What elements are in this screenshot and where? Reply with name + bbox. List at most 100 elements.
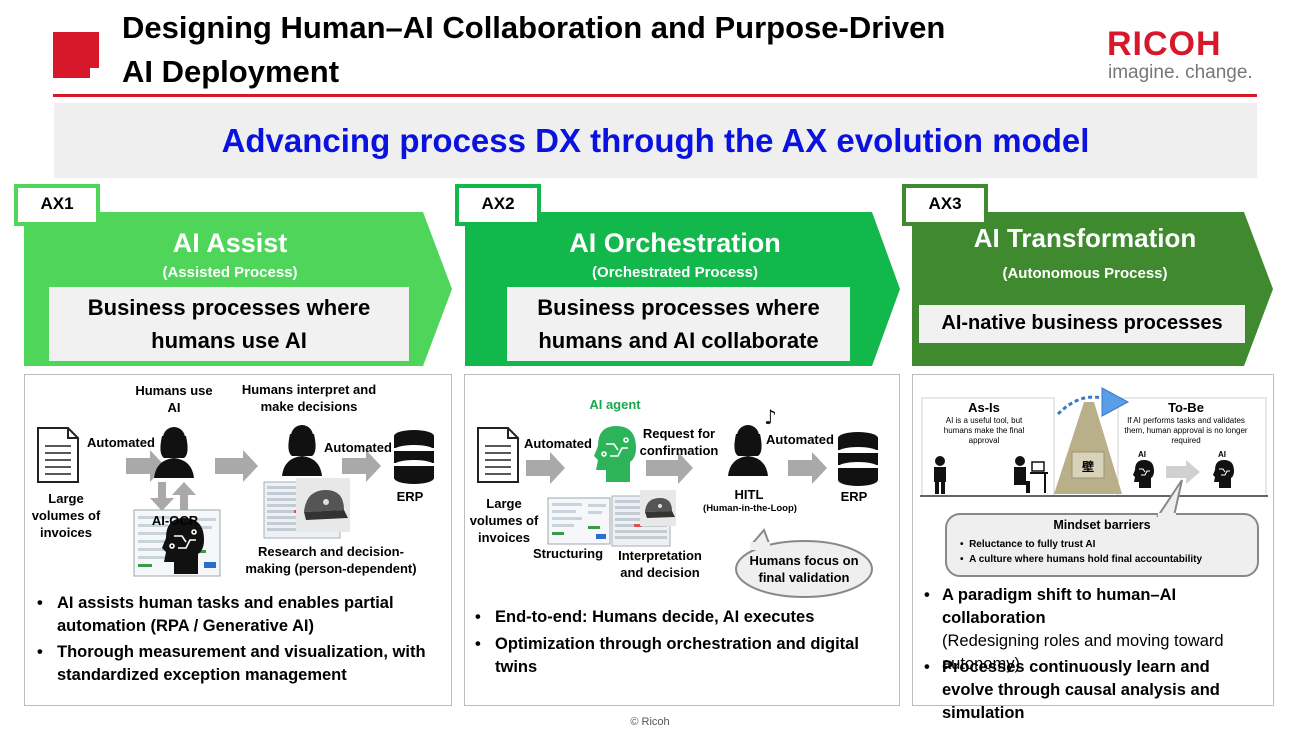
ax2-automated-label-2: Automated [766,432,834,447]
stage-ax3-subtitle: (Autonomous Process) [1002,265,1168,282]
ax1-automated-label-1: Automated [87,435,155,450]
ax3-bullet-2: • Processes continuously learn and evolve… [924,656,1262,725]
person-icon [282,425,322,476]
arrow-icon [342,450,381,482]
database-icon [838,432,878,486]
stage-ax1-desc-box [49,287,409,361]
banner-text: Advancing process DX through the AX evol… [221,122,1090,159]
ax2-structuring-label: Structuring [532,546,604,561]
ax1-bullet-1-text: AI assists human tasks and enables parti… [57,594,394,635]
wall-sign [1071,451,1105,479]
ax3-mindset-item-2-text: A culture where humans hold final accoun… [969,554,1203,565]
ax3-bullet-1-normal: (Redesigning roles and moving toward aut… [942,632,1224,673]
stage-ax1-tag [14,184,100,226]
stage-ax1-desc-line-2: humans use AI [151,328,307,353]
database-icon [394,430,434,484]
ax2-automated-label-1: Automated [524,436,592,451]
arrow-up-icon [172,482,196,511]
ax3-bullet-1: • A paradigm shift to human–AI collabora… [924,584,1282,676]
ax3-as-is-label: As-Is [968,400,1000,415]
ax1-humans-use-ai-label: Humans use AI [135,383,213,415]
ax2-hitl-sub-label: (Human-in-the-Loop) [703,503,797,514]
header-divider [53,94,1257,97]
ax2-bullet-1-text: End-to-end: Humans decide, AI executes [495,608,815,626]
stage-ax2-tag [455,184,541,226]
wall-spotlight [1054,402,1122,494]
bullet-dot: • [924,658,930,676]
bullet-dot: • [37,594,43,612]
curved-arrow-head [1101,387,1130,417]
stage-ax1-tag-label: AX1 [40,194,74,213]
ax1-invoices-label: Large volumes of invoices [31,491,101,540]
ai-agent-head-icon [594,426,636,482]
stage-ax2-desc-line-2: humans and AI collaborate [538,328,819,353]
arrow-icon [1166,460,1200,484]
ax1-bullet-2-text: Thorough measurement and visualization, … [57,643,426,684]
mindset-bubble [945,479,1259,577]
cap-image [296,478,350,532]
ax1-panel [24,374,452,706]
person-standing-icon [934,456,946,494]
bullet-dot: • [37,643,43,661]
ax3-ai-left-label: AI [1138,450,1146,459]
ax2-erp-label: ERP [840,489,868,504]
person-icon [728,425,768,476]
ricoh-tagline: imagine. change. [1108,62,1253,83]
ax2-bullet-2: • Optimization through orchestration and … [475,633,885,679]
stage-ax3-desc: AI-native business processes [941,312,1223,334]
stage-ax3-tag-label: AX3 [928,194,962,213]
stage-ax2-desc-box [507,287,850,361]
stage-ax3-title: AI Transformation [973,223,1197,253]
bullet-dot: • [960,554,970,565]
ax1-ai-ocr-label: AI-OCR [151,513,199,528]
arrow-icon [215,450,258,482]
ax1-automated-label-2: Automated [324,440,392,455]
stage-ax2-desc-line-1: Business processes where [537,295,820,320]
ax1-research-label: Research and decision-making (person-dep… [245,544,417,576]
ax2-hitl-label: HITL [734,487,764,502]
arrow-icon [646,452,693,484]
ax3-mindset-item-2: • A culture where humans hold final acco… [960,553,1250,567]
structuring-screenshot [547,497,611,545]
ax3-mindset-item-1: • Reluctance to fully trust AI [960,538,1250,552]
ax2-focus-label: Humans focus on final validation [749,553,859,585]
document-icon [37,427,79,483]
page-title-line-2: AI Deployment [122,54,340,89]
ax2-bullet-2-text: Optimization through orchestration and d… [495,635,859,676]
ai-head-icon [162,518,204,574]
stage-ax1-desc-line-1: Business processes where [87,295,371,320]
ax3-bullet-2-text: Processes continuously learn and evolve … [942,658,1220,722]
ax3-mindset-title: Mindset barriers [1053,518,1151,532]
ax3-bullet-1-bold: A paradigm shift to human–AI collaborati… [942,586,1177,627]
stage-ax3-tag [902,184,988,226]
stage-ax2-title: AI Orchestration [569,228,781,258]
arrow-icon [788,452,827,484]
music-note-icon: ♪ [764,405,777,429]
bullet-dot: • [475,635,481,653]
ax3-mindset-item-1-text: Reluctance to fully trust AI [969,539,1096,550]
ax3-as-is-desc: AI is a useful tool, but humans make the… [943,416,1025,445]
ax3-diagram [920,387,1268,577]
ax2-interpretation-label: Interpretation and decision [618,548,702,580]
document-icon [477,427,519,483]
ax3-wall-label: 壁 [1081,460,1094,474]
ax2-diagram: ♪ [477,405,878,598]
ax3-to-be-label: To-Be [1168,400,1204,415]
ax2-bullet-1: •End-to-end: Humans decide, AI executes [475,606,885,629]
ax2-panel [464,374,900,706]
bullet-dot: • [924,586,930,604]
ax2-invoices-label: Large volumes of invoices [469,496,539,545]
stage-ax1-subtitle: (Assisted Process) [162,264,298,281]
ax2-ai-agent-label: AI agent [589,397,641,412]
arrow-icon [526,452,565,484]
ax1-bullet-1: • AI assists human tasks and enables part… [37,592,437,638]
stage-ax1-title: AI Assist [172,228,288,258]
ax1-erp-label: ERP [396,489,424,504]
person-icon [154,427,194,478]
page-title-line-1: Designing Human–AI Collaboration and Pur… [122,10,946,45]
stage-ax3-desc-box [919,305,1245,343]
bullet-dot: • [960,539,970,550]
ai-head-icon [1213,460,1234,488]
banner [54,103,1257,178]
stage-ax2-subtitle: (Orchestrated Process) [592,264,758,281]
